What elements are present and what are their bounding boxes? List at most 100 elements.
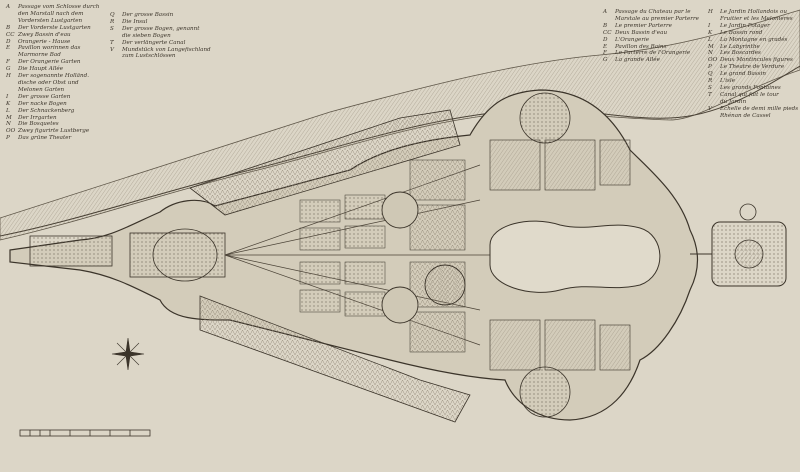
legend-label: Zwey figurirte Lustberge xyxy=(18,128,90,135)
legend-label: du Jardin xyxy=(720,98,747,105)
legend-key: OO xyxy=(708,57,718,64)
legend-label: zum Lustschlössen xyxy=(122,53,176,60)
legend-key: D xyxy=(6,38,11,45)
legend-key: I xyxy=(708,22,711,29)
legend-label: Deux Montincules figures xyxy=(720,57,793,64)
legend-key: T xyxy=(708,91,712,98)
legend-key: A xyxy=(603,9,608,15)
legend-key: D xyxy=(603,36,608,43)
legend-label: L'Orangerie xyxy=(615,36,650,43)
north-rond xyxy=(519,92,571,144)
legend-entry: T Canal qui fait le tour xyxy=(708,92,798,99)
legend-entry: Marmorne Bad xyxy=(6,52,99,59)
north-garden-strip xyxy=(189,109,461,216)
legend-key: A xyxy=(6,4,11,10)
legend-key: H xyxy=(6,73,11,80)
legend-entry: A Passage du Chateau par le xyxy=(603,9,699,16)
legend-label: Le grand Bassin xyxy=(720,71,766,78)
legend-key: F xyxy=(603,50,607,57)
scale-bar xyxy=(19,429,151,437)
legend-entry: Vordersten Lustgarten xyxy=(6,18,99,25)
legend-label: dische oder Obst und xyxy=(18,79,79,86)
legend-label: Der grosse Garten xyxy=(18,93,71,100)
legend-label: Le Labyrinthe xyxy=(720,43,760,50)
legend-key: K xyxy=(6,100,11,107)
legend-key: R xyxy=(708,78,713,85)
legend-label: Das grüne Theater xyxy=(18,135,72,142)
legend-key: Q xyxy=(708,71,713,78)
legend-label: Passage vom Schlosse durch xyxy=(18,4,100,10)
round-bassin-south xyxy=(381,286,419,324)
legend-label: Melonen Garten xyxy=(18,86,65,93)
compass-rose-icon xyxy=(111,337,145,371)
legend-label: die sieben Bogen xyxy=(122,32,171,39)
legend-entry: D L'Orangerie xyxy=(603,37,699,44)
legend-entry: A Passage vom Schlosse durch xyxy=(6,4,99,11)
legend-label: Marmorne Bad xyxy=(18,52,61,59)
legend-label: Passage du Chateau par le xyxy=(615,9,691,15)
legend-entry: die sieben Bogen xyxy=(110,33,211,40)
legend-entry: R Die Insul xyxy=(110,19,211,26)
legend-entry: Rhénan de Cassel xyxy=(708,113,798,120)
legend-label: Echelle de demi mille pieds xyxy=(720,105,799,112)
legend-entry: P Le Theatre de Verdure xyxy=(708,64,798,71)
legend-key: S xyxy=(110,25,114,32)
legend-label: Der Vorderste Lustgarten xyxy=(18,24,91,31)
legend-label: Vordersten Lustgarten xyxy=(18,17,83,24)
grand-bassin xyxy=(489,220,661,293)
first-parterre xyxy=(129,232,226,278)
legend-label: Der nacke Bogen xyxy=(18,100,67,107)
legend-label: Der verlängerte Canal xyxy=(122,39,186,46)
legend-label: Der Irrgarten xyxy=(18,114,57,121)
round-bassin-north xyxy=(381,191,419,229)
legend-label: Die Insul xyxy=(122,18,148,25)
labyrinth xyxy=(424,264,466,306)
legend-entry: Marstale au premier Parterre xyxy=(603,16,699,23)
legend-entry: N Les Boscardes xyxy=(708,50,798,57)
legend-label: Der Schnackenberg xyxy=(18,107,75,114)
legend-label: La Montagne en gradés xyxy=(720,36,788,43)
orangerie-bassin xyxy=(152,228,218,282)
legend-label: Le Parterre de l'Orangerie xyxy=(615,50,691,57)
bosquets xyxy=(489,139,631,371)
legend-key: B xyxy=(603,22,608,29)
legend-label: Deux Bassin d'eau xyxy=(615,29,668,36)
legend-key: M xyxy=(6,114,12,121)
legend-key: K xyxy=(708,29,713,36)
legend-label: Die Haupt Allée xyxy=(18,66,64,73)
legend-key: P xyxy=(708,64,712,71)
legend-entry: dische oder Obst und xyxy=(6,80,99,87)
legend-label: Les Boscardes xyxy=(720,50,761,57)
legend-key: E xyxy=(6,45,11,52)
legend-key: E xyxy=(603,43,608,50)
legend-label: Canal qui fait le tour xyxy=(720,91,779,98)
legend-key: R xyxy=(110,18,115,25)
legend-key: N xyxy=(708,50,713,57)
legend-key: OO xyxy=(6,128,16,135)
legend-entry: den Marstall nach dem xyxy=(6,11,99,18)
legend-label: Der grosse Bassin xyxy=(122,12,174,18)
legend-label: Le Theatre de Verdure xyxy=(720,64,785,71)
legend-key: V xyxy=(110,46,115,53)
legend-key: G xyxy=(603,57,608,64)
legend-label: Der grosse Bogen, genannt xyxy=(122,25,200,32)
legend-entry: F Le Parterre de l'Orangerie xyxy=(603,50,699,57)
